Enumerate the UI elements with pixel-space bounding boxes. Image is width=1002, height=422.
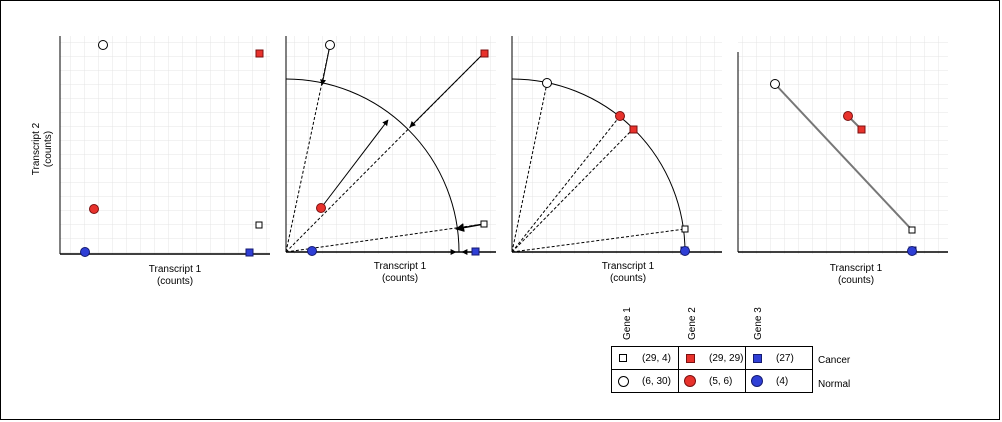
panel-projection-arrows: [285, 36, 496, 256]
legend-row-cancer: (29, 4) (29, 29) (27): [611, 346, 813, 370]
gene2-cancer-point: [480, 49, 489, 58]
x-axis-label-line1: Transcript 1: [602, 261, 655, 272]
open-square-icon: [619, 354, 627, 362]
gene1-cancer-point: [255, 221, 263, 229]
legend-gene3-header: Gene 3: [753, 307, 764, 340]
panel-distances: [737, 36, 948, 256]
x-axis-label-line1: Transcript 1: [374, 261, 427, 272]
gene3-cancer-point: [245, 248, 254, 257]
x-axis-label-line1: Transcript 1: [830, 263, 883, 274]
legend-cell: (27): [745, 346, 813, 370]
legend-row-normal: (6, 30) (5, 6) (4): [611, 369, 813, 393]
gene2-normal-point: [843, 111, 853, 121]
blue-square-icon: [752, 353, 762, 363]
gene3-normal-point: [307, 246, 317, 256]
legend-value: (29, 29): [709, 352, 744, 364]
gene1-cancer-point: [480, 220, 488, 228]
gene3-normal-point: [907, 246, 917, 256]
x-axis-label-line2: (counts): [157, 276, 193, 287]
red-circle-icon: [684, 375, 696, 387]
legend-table: (29, 4) (29, 29) (27) (6, 30) (5, 6) (4): [611, 346, 813, 393]
gene2-cancer-point: [629, 125, 638, 134]
x-axis-label-line2: (counts): [838, 275, 874, 286]
gene1-normal-point: [542, 78, 552, 88]
gene2-cancer-point: [857, 125, 866, 134]
open-circle-icon: [617, 375, 629, 387]
blue-circle-icon: [751, 375, 763, 387]
gene1-cancer-point: [681, 225, 689, 233]
legend-value: (6, 30): [642, 375, 671, 387]
gene1-normal-point: [98, 40, 108, 50]
gene2-cancer-point: [255, 49, 264, 58]
y-axis-label-line1: Transcript 2: [31, 122, 42, 175]
legend-value: (27): [776, 352, 794, 364]
legend-cell: (29, 4): [611, 346, 679, 370]
legend-cell: (6, 30): [611, 369, 679, 393]
panel-raw-counts: [59, 36, 270, 257]
x-axis-label-line2: (counts): [610, 273, 646, 284]
legend-gene2-header: Gene 2: [687, 307, 698, 340]
gene2-normal-point: [89, 204, 99, 214]
red-square-icon: [685, 353, 695, 363]
legend-cell: (29, 29): [678, 346, 746, 370]
gene3-normal-point: [80, 247, 90, 257]
legend-cell: (4): [745, 369, 813, 393]
legend-value: (4): [776, 375, 789, 387]
gene1-cancer-point: [908, 226, 916, 234]
gene1-normal-point: [770, 79, 780, 89]
legend-row-label-normal: Normal: [818, 379, 851, 390]
legend-value: (5, 6): [709, 375, 733, 387]
panel-normalized-arc: [511, 36, 722, 256]
legend-cell: (5, 6): [678, 369, 746, 393]
legend-gene1-header: Gene 1: [622, 307, 633, 340]
gene2-normal-point: [316, 203, 326, 213]
y-axis-label-line2: (counts): [43, 131, 54, 167]
legend-value: (29, 4): [642, 352, 671, 364]
legend-row-label-cancer: Cancer: [818, 355, 851, 366]
gene1-normal-point: [325, 40, 335, 50]
x-axis-label-line1: Transcript 1: [149, 264, 202, 275]
gene3-normal-point: [680, 246, 690, 256]
gene2-normal-point: [615, 111, 625, 121]
gene3-cancer-point: [471, 247, 480, 256]
x-axis-label-line2: (counts): [382, 273, 418, 284]
